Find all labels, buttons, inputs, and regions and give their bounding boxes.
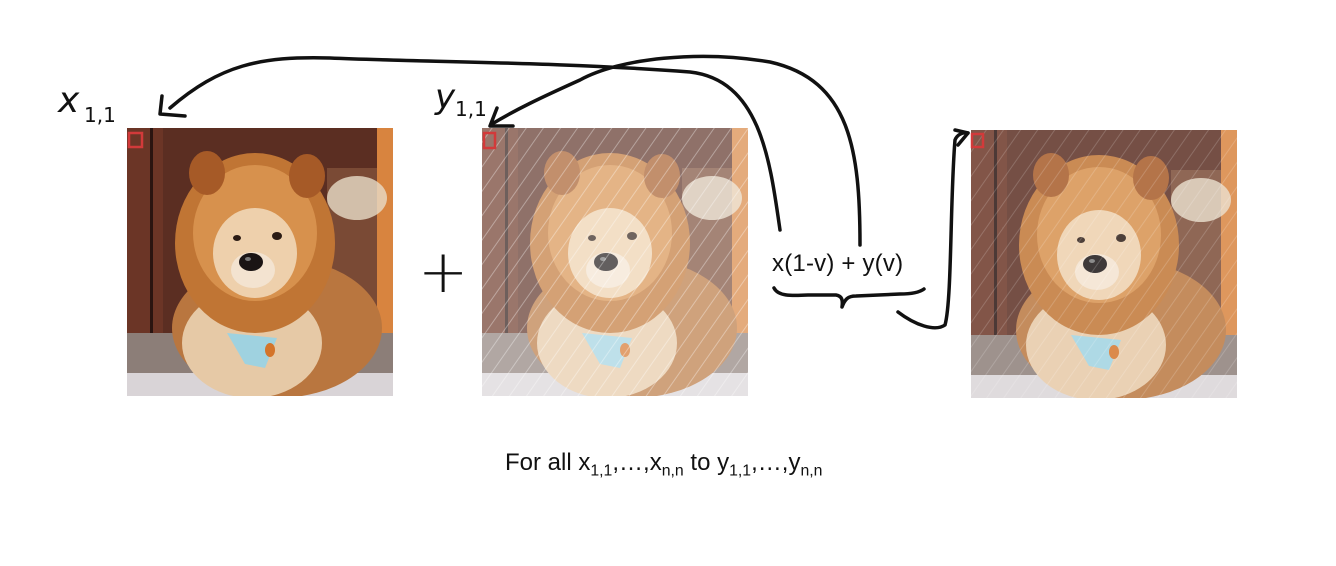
caption-y-first-sub: 1,1 <box>729 462 752 480</box>
x-label: x 1,1 <box>57 80 116 127</box>
caption-separator-x: ,…, <box>612 449 650 476</box>
target-image-y <box>482 128 748 396</box>
y-label: y 1,1 <box>434 77 487 121</box>
blended-image <box>971 130 1237 398</box>
source-image-x <box>127 128 393 396</box>
x-label-subscript: 1,1 <box>84 103 116 127</box>
caption: For all x1,1,…,xn,n to y1,1,…,yn,n <box>505 449 822 481</box>
caption-y-first: y <box>717 449 730 476</box>
caption-y-last: y <box>788 449 801 476</box>
caption-separator-y: ,…, <box>751 449 789 476</box>
pixel-marker-y <box>482 131 497 150</box>
arrow-to-x-pixel-head <box>158 94 187 118</box>
caption-prefix: For all <box>505 449 579 476</box>
arrow-to-y-pixel-head <box>488 106 515 128</box>
pixel-marker-blended <box>970 132 985 149</box>
caption-x-first-sub: 1,1 <box>590 462 613 480</box>
blend-formula: x(1-v) + y(v) <box>772 250 904 277</box>
arrow-to-y-pixel <box>490 54 862 247</box>
plus-sign: + <box>418 237 468 307</box>
x-label-letter: x <box>57 80 80 121</box>
caption-x-last-sub: n,n <box>661 462 684 480</box>
caption-to: to <box>683 449 718 476</box>
arrow-to-x-pixel <box>168 55 782 232</box>
caption-y-last-sub: n,n <box>800 462 823 480</box>
y-label-subscript: 1,1 <box>455 97 487 121</box>
caption-x-last: x <box>649 449 662 476</box>
caption-x-first: x <box>578 449 591 476</box>
arrow-to-result-head <box>953 128 970 147</box>
pixel-marker-x <box>127 131 144 149</box>
arrow-to-result <box>896 131 970 330</box>
formula-underbrace <box>772 286 926 309</box>
y-label-letter: y <box>434 77 456 117</box>
